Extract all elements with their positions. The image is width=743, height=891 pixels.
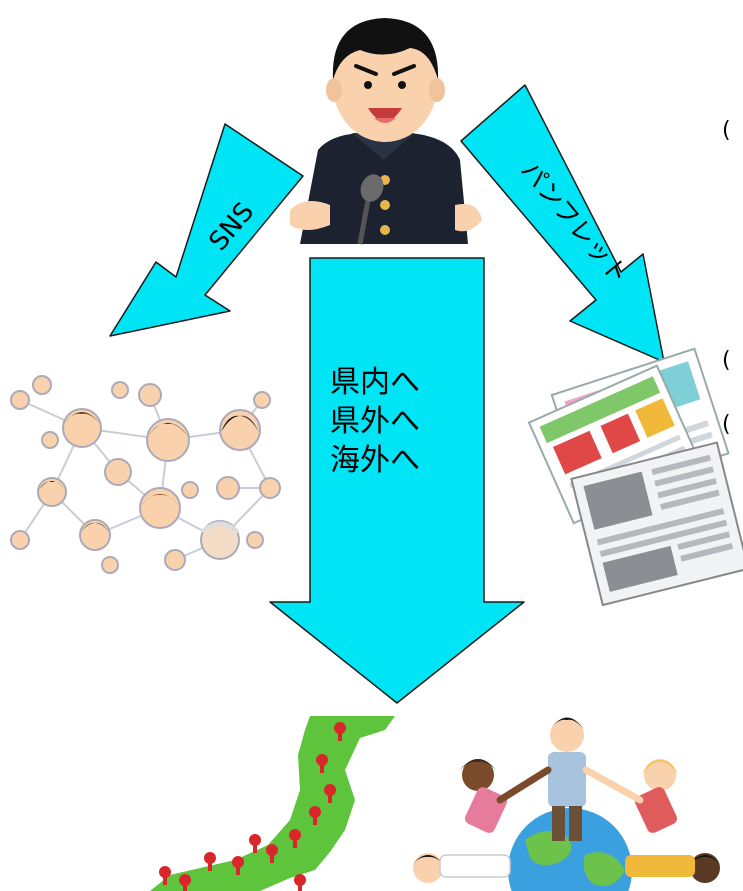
sns-network-illustration: [0, 360, 297, 582]
pamphlet-illustration: [527, 347, 743, 607]
map-pins: [159, 722, 346, 891]
center-down-arrow: 県内へ 県外へ 海外へ: [269, 257, 525, 704]
center-label-prefecture: 県内へ: [330, 365, 420, 400]
pamphlet-arrow: パンフレット: [460, 84, 665, 363]
center-label-overseas: 海外へ: [330, 443, 420, 478]
right-edge-mark-1: (: [722, 118, 731, 143]
japan-map-illustration: [150, 716, 395, 891]
right-edge-mark-3: (: [722, 412, 731, 437]
right-edge-mark-2: (: [722, 348, 731, 373]
speaker-illustration: [258, 0, 490, 245]
world-people-illustration: [413, 717, 720, 891]
network-large-faces: [37, 408, 261, 560]
center-label-other-prefectures: 県外へ: [330, 404, 420, 439]
network-small-faces: [10, 375, 281, 574]
